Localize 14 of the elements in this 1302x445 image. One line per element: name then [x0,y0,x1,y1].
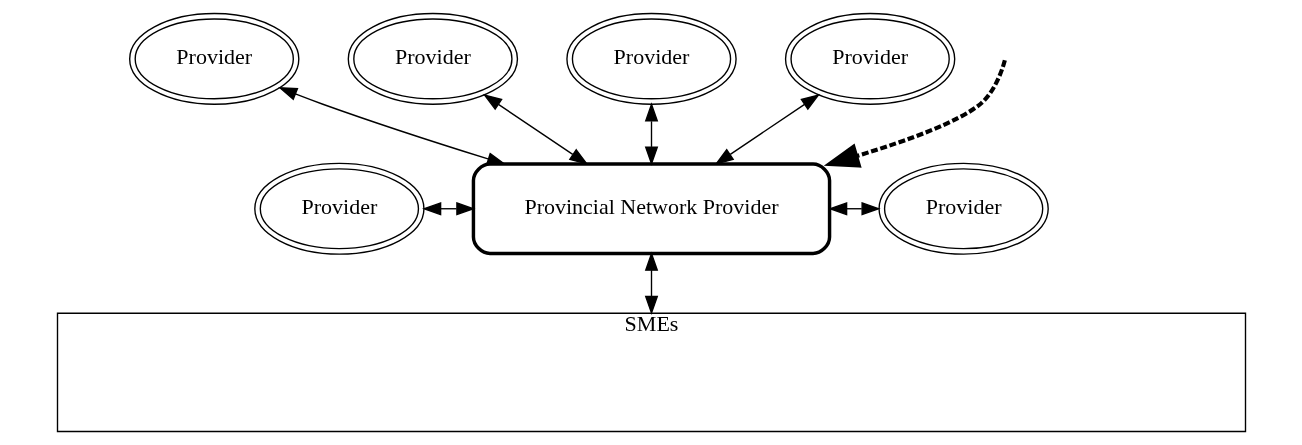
arrow [714,93,820,165]
node-ellipse: Provider [784,12,955,105]
node-ellipse: Provider [877,162,1049,255]
arrow [421,202,475,216]
node-box: Provincial Network Provider [471,162,831,256]
arrow [823,59,1007,168]
node-ellipse: Provider [253,162,425,255]
arrow [644,251,658,315]
node-box: SMEs [56,312,1246,433]
node-ellipse: Provider [347,12,518,105]
arrow [277,87,506,166]
arrow [644,102,658,166]
arrow [482,93,588,165]
node-ellipse: Provider [565,12,737,105]
